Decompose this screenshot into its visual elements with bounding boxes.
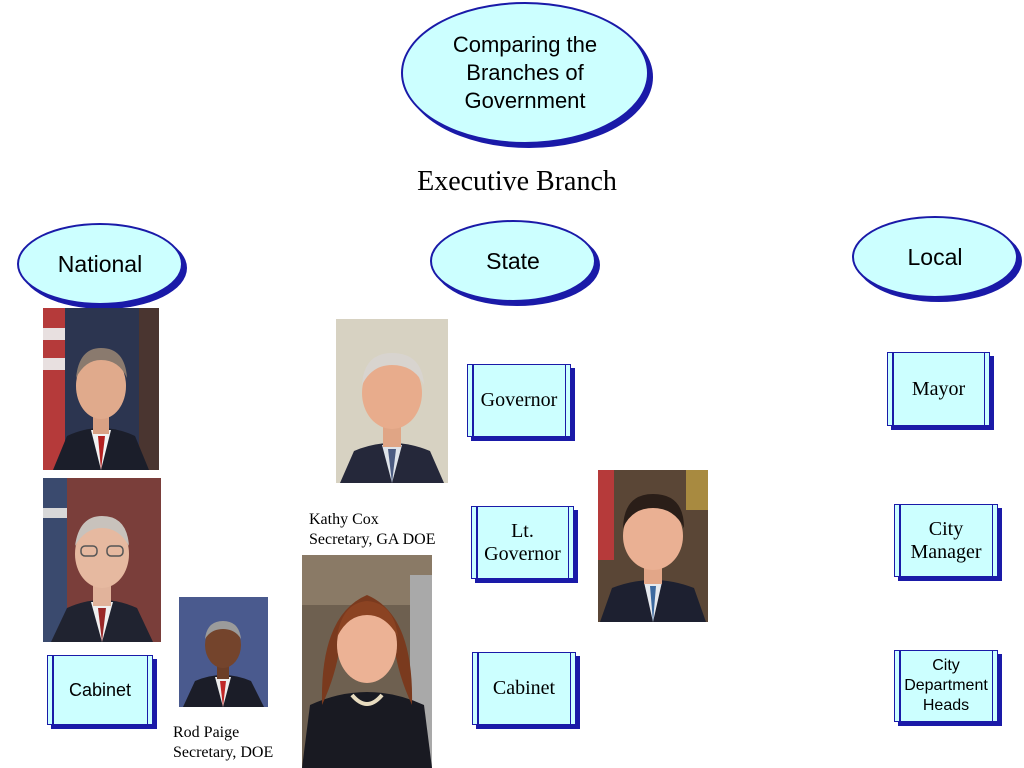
kathy-cox-name: Kathy Cox	[309, 511, 379, 528]
governor-photo	[336, 319, 448, 483]
rod-paige-role: Secretary, DOE	[173, 744, 274, 761]
national-oval: National	[17, 223, 183, 305]
city-department-heads-label: City Department Heads	[904, 657, 988, 714]
state-oval: State	[430, 220, 596, 302]
city-manager-box: City Manager	[894, 504, 998, 577]
kathy-cox-role: Secretary, GA DOE	[309, 531, 436, 548]
lt-governor-photo	[598, 470, 708, 622]
national-cabinet-label: Cabinet	[68, 679, 132, 700]
diagram-title: Comparing the Branches of Government	[452, 32, 598, 113]
state-cabinet-label: Cabinet	[492, 677, 556, 699]
rod-paige-caption: Rod Paige Secretary, DOE	[173, 723, 273, 763]
mayor-label: Mayor	[911, 377, 966, 400]
governor-box: Governor	[467, 364, 571, 437]
local-oval: Local	[852, 216, 1018, 298]
title-oval: Comparing the Branches of Government	[401, 2, 649, 144]
state-cabinet-box: Cabinet	[472, 652, 576, 725]
city-manager-label: City Manager	[910, 517, 982, 563]
lt-governor-label: Lt. Governor	[484, 519, 561, 565]
lt-governor-box: Lt. Governor	[471, 506, 574, 579]
local-label: Local	[907, 243, 963, 270]
kathy-cox-caption: Kathy Cox Secretary, GA DOE	[309, 510, 435, 550]
governor-label: Governor	[480, 389, 558, 411]
national-label: National	[57, 250, 143, 277]
mayor-box: Mayor	[887, 352, 990, 426]
national-cabinet-box: Cabinet	[47, 655, 153, 725]
president-photo	[43, 308, 159, 470]
state-label: State	[486, 247, 540, 274]
city-department-heads-box: City Department Heads	[894, 650, 998, 722]
rod-paige-name: Rod Paige	[173, 724, 240, 741]
kathy-cox-photo	[302, 555, 432, 768]
vice-president-photo	[43, 478, 161, 642]
rod-paige-photo	[179, 597, 268, 707]
section-heading: Executive Branch	[417, 166, 617, 197]
